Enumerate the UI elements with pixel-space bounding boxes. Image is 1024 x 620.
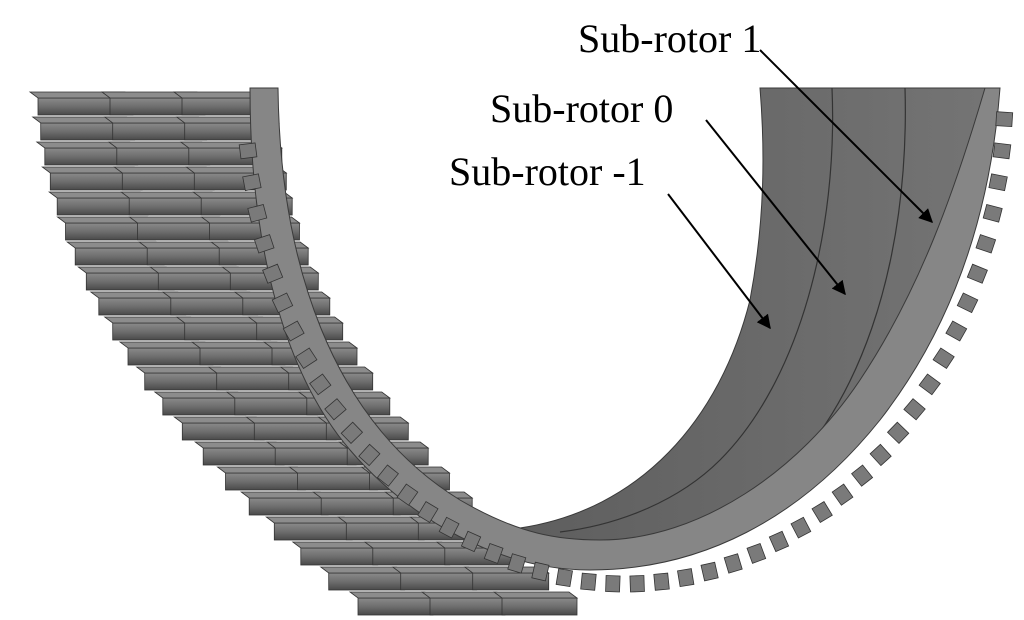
stack-tooth <box>463 566 550 591</box>
rim-tooth <box>932 347 955 370</box>
stack-tooth <box>175 316 272 341</box>
rim-tooth <box>438 516 460 539</box>
stack-tooth <box>348 591 435 616</box>
rim-tooth <box>580 572 597 591</box>
rim-tooth <box>995 111 1014 128</box>
rim-tooth <box>253 234 275 254</box>
rim-tooth <box>886 421 910 444</box>
stack-tooth <box>337 516 426 541</box>
stack-tooth <box>363 541 451 566</box>
rim-tooth <box>988 173 1008 192</box>
stack-tooth <box>31 116 136 141</box>
rim-tooth <box>831 483 854 506</box>
arrow-sub-rotor-minus-1 <box>667 193 771 330</box>
stack-tooth <box>245 416 338 441</box>
rim-tooth <box>324 398 347 421</box>
rim-tooth <box>271 292 294 314</box>
rim-tooth <box>723 553 743 574</box>
rim-tooth <box>531 561 550 582</box>
rim-tooth <box>262 263 284 284</box>
rim-tooth <box>768 530 790 553</box>
rim-tooth <box>629 575 645 593</box>
rim-tooth <box>295 347 318 370</box>
rim-tooth <box>396 483 419 506</box>
rim-tooth <box>247 204 268 223</box>
arrow-sub-rotor-0 <box>705 119 846 296</box>
rim-tooth <box>746 542 767 564</box>
stack-tooth <box>265 516 354 541</box>
stack-tooth <box>319 566 406 591</box>
rim-tooth <box>460 530 482 553</box>
rim-tooth <box>653 572 670 591</box>
rim-tooth <box>358 443 381 467</box>
rim-tooth <box>945 320 968 342</box>
stack-tooth <box>291 541 379 566</box>
rim-tooth <box>811 501 833 524</box>
stack-tooth <box>113 166 216 191</box>
rim-tooth <box>790 516 812 539</box>
rim-tooth <box>903 398 926 421</box>
rim-tooth <box>417 501 439 524</box>
rim-tooth <box>242 173 262 192</box>
rim-tooth <box>282 320 305 342</box>
arrow-sub-rotor-1 <box>759 49 933 223</box>
stack-tooth <box>173 416 266 441</box>
stack-tooth <box>216 466 307 491</box>
rim-tooth <box>483 542 504 564</box>
stack-tooth <box>288 466 379 491</box>
rim-tooth <box>340 421 364 444</box>
stack-tooth <box>65 241 166 266</box>
rim-tooth <box>238 142 258 160</box>
stack-tooth <box>225 391 319 416</box>
rim-tooth <box>507 553 527 574</box>
stack-tooth <box>266 441 358 466</box>
rim-tooth <box>376 464 399 487</box>
rim-tooth <box>918 373 941 396</box>
rim-tooth <box>700 561 719 582</box>
label-sub-rotor-0: Sub-rotor 0 <box>490 86 673 131</box>
rim-tooth <box>851 464 874 487</box>
rim-teeth <box>238 111 1014 593</box>
stack-tooth <box>312 491 402 516</box>
stack-tooth <box>135 366 230 391</box>
rim-tooth <box>605 575 621 593</box>
stack-tooth <box>161 291 259 316</box>
stack-tooth <box>149 266 248 291</box>
rim-tooth <box>992 142 1012 160</box>
stack-tooth <box>41 166 144 191</box>
rim-tooth <box>309 373 332 396</box>
stack-tooth <box>492 591 579 616</box>
rim-tooth <box>555 568 573 588</box>
stack-tooth <box>193 441 286 466</box>
stack-tooth <box>420 591 507 616</box>
label-sub-rotor-1: Sub-rotor 1 <box>578 16 761 61</box>
stack-tooth <box>391 566 478 591</box>
stack-tooth <box>118 341 215 366</box>
rim-tooth <box>975 234 997 254</box>
label-sub-rotor-minus-1: Sub-rotor -1 <box>449 149 646 194</box>
stack-tooth <box>239 491 330 516</box>
rim-tooth <box>869 443 892 467</box>
rim-tooth <box>966 263 988 284</box>
rim-tooth <box>677 568 695 588</box>
rim-tooth <box>956 292 979 314</box>
stack-tooth <box>119 191 222 216</box>
rim-tooth <box>982 204 1003 223</box>
sub-rotor-divider-1 <box>559 87 834 533</box>
